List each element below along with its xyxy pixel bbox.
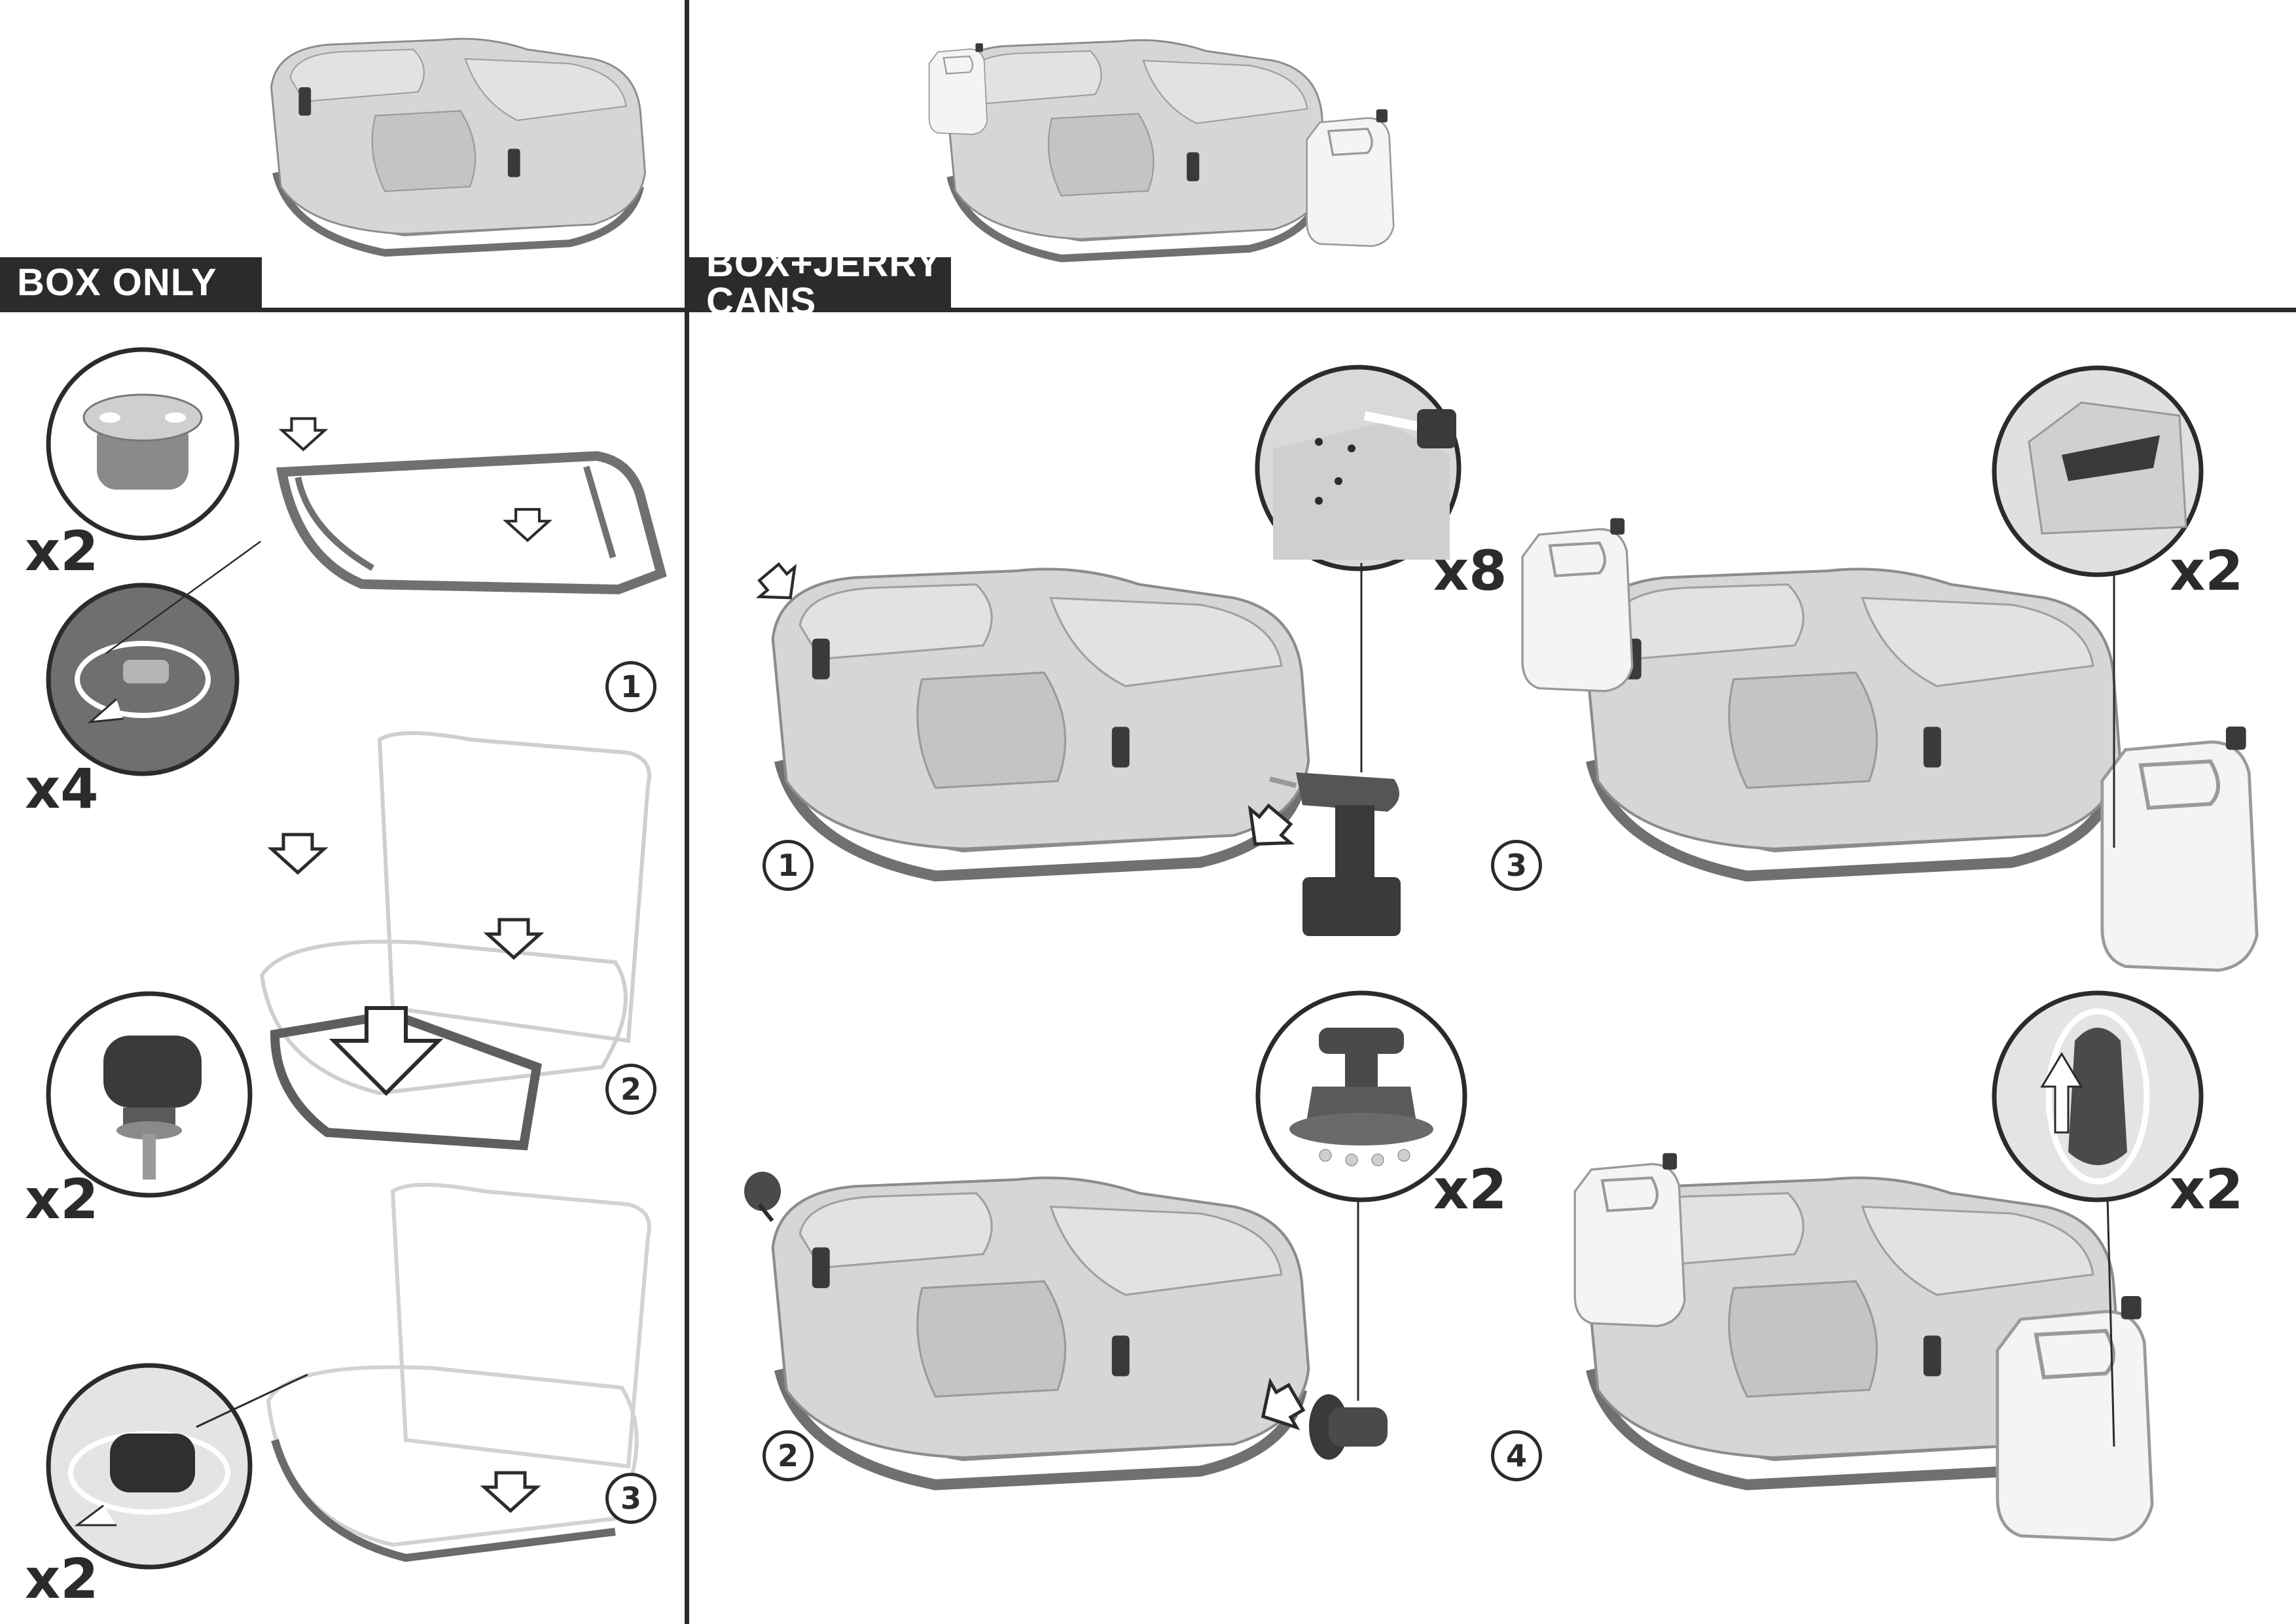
step3-tighten-quantity: x2 — [25, 1547, 99, 1611]
right-step4-lock-detail — [1992, 990, 2204, 1447]
step1-detail-circle-clip — [46, 347, 240, 541]
right-step4-jerry-left — [1564, 1159, 1695, 1329]
step2-detail-circle-knob — [46, 991, 253, 1198]
right-step1-arrow-drill — [1253, 812, 1306, 864]
step2-knob-quantity: x2 — [25, 1167, 99, 1231]
right-step2-part-left — [744, 1172, 781, 1222]
step1-clip-quantity: x2 — [25, 519, 99, 583]
right-step1-drill-detail — [1255, 365, 1462, 571]
right-step3-number: 3 — [1491, 840, 1542, 891]
step1-rotate-quantity: x4 — [25, 757, 99, 821]
box-jerry-cans-banner: BOX+JERRY CANS — [689, 245, 951, 321]
right-step4-jerry-right — [1990, 1303, 2160, 1545]
step1-detail-circle-rotate — [46, 583, 240, 776]
right-step2-mount-quantity: x2 — [1433, 1157, 1507, 1221]
center-divider-line — [685, 0, 689, 1624]
right-step2-arrow-mount — [1270, 1394, 1322, 1447]
left-step1-number: 1 — [605, 661, 656, 712]
preview-box-jerry-cans — [928, 20, 1395, 295]
right-step2-mount-part — [1309, 1198, 1388, 1460]
right-step1-arrow-left — [746, 569, 792, 615]
preview-box-only — [262, 20, 655, 268]
right-step1-box — [759, 524, 1322, 916]
right-step3-jerry-right — [2094, 733, 2265, 975]
box-only-banner: BOX ONLY — [0, 257, 262, 308]
step3-detail-circle-tighten — [46, 1363, 253, 1570]
right-step4-number: 4 — [1491, 1430, 1542, 1481]
right-step3-bracket-quantity: x2 — [2170, 539, 2244, 603]
right-step2-box — [759, 1132, 1322, 1525]
right-step2-mount-detail — [1255, 990, 1467, 1202]
right-step1-drill-quantity: x8 — [1433, 539, 1507, 603]
right-step3-jerry-left — [1499, 524, 1656, 694]
right-step3-bracket-detail — [1992, 365, 2204, 848]
left-step3-number: 3 — [605, 1473, 656, 1524]
step1-frame-illustration — [105, 353, 661, 655]
right-step1-number: 1 — [762, 840, 814, 891]
top-divider-line — [0, 308, 2296, 312]
right-step4-lock-quantity: x2 — [2170, 1157, 2244, 1221]
right-step1-drill — [1269, 563, 1401, 936]
right-step2-number: 2 — [762, 1430, 814, 1481]
step2-box-mount-illustration — [259, 731, 651, 1151]
left-step2-number: 2 — [605, 1064, 656, 1115]
step3-box-close-illustration — [196, 1183, 651, 1562]
